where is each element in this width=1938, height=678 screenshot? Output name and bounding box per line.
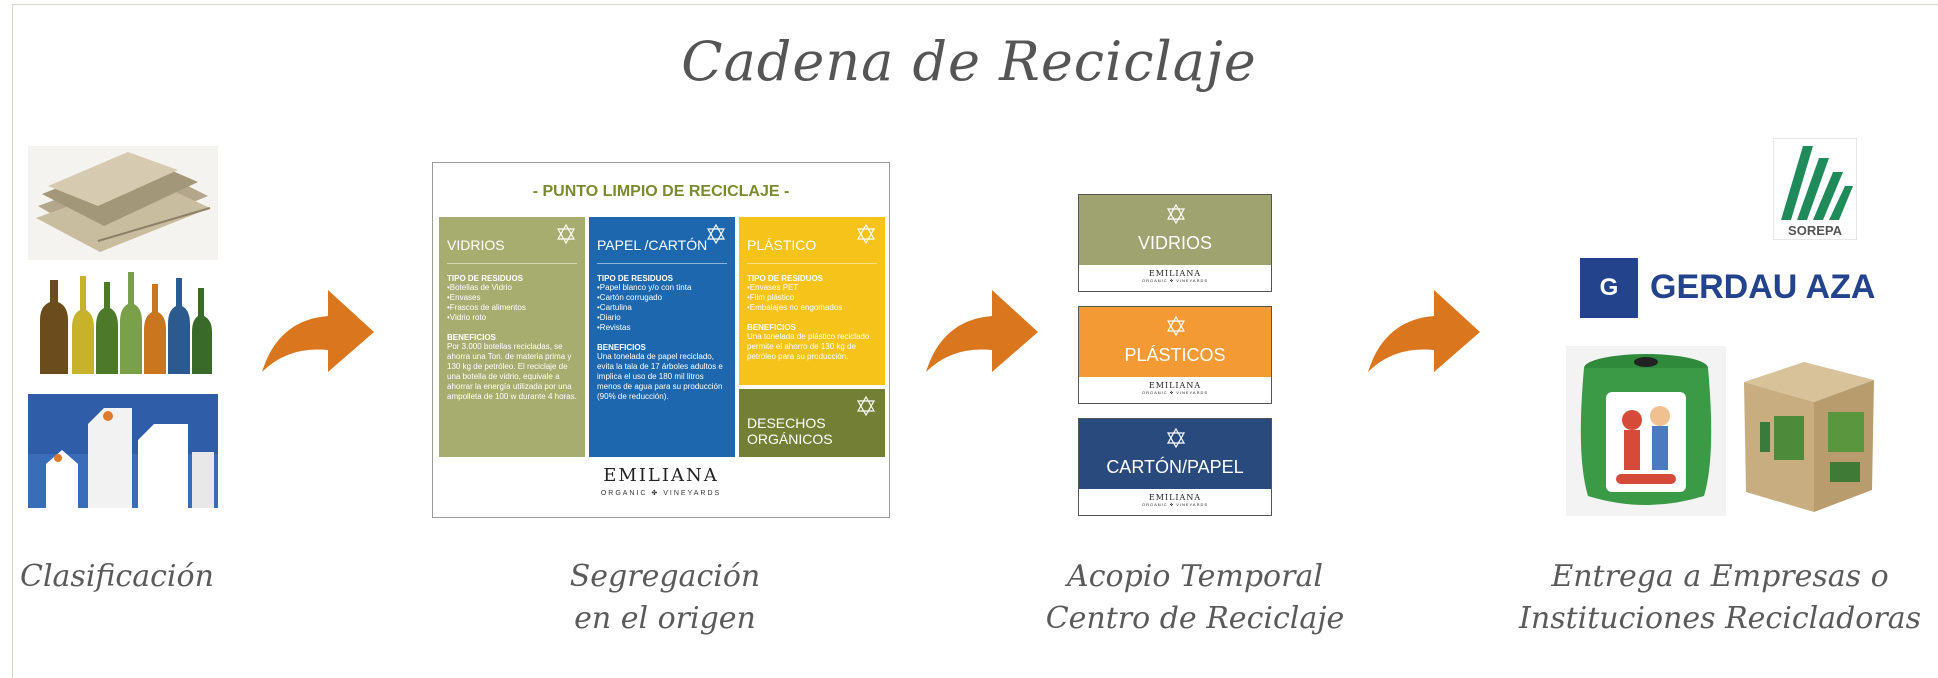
gerdau-logo: G GERDAU AZA [1580, 258, 1876, 318]
column-title: PLÁSTICO [747, 237, 877, 264]
list-item: •Papel blanco y/o con tinta [597, 283, 692, 292]
glass-bottles-photo [28, 268, 218, 374]
step-label-line: Entrega a Empresas o [1551, 559, 1889, 594]
list-item: •Cartón corrugado [597, 293, 663, 302]
brand-logo: EMILIANA [603, 465, 719, 486]
beneficios-title: BENEFICIOS [447, 333, 496, 342]
column-title-line1: DESECHOS [747, 415, 826, 431]
bin-brand-subtitle: ORGANIC ✤ VINEYARDS [1141, 390, 1209, 395]
list-item: •Envases [447, 293, 481, 302]
page-frame [12, 4, 1938, 678]
bin-brand-subtitle: ORGANIC ✤ VINEYARDS [1141, 278, 1209, 283]
step-label-line: en el origen [574, 601, 756, 636]
recycle-icon [706, 223, 726, 245]
bin-label: VIDRIOS [1137, 233, 1212, 253]
bin-label: PLÁSTICOS [1124, 345, 1226, 365]
list-item: •Envases PET [747, 283, 799, 292]
punto-limpio-card: - PUNTO LIMPIO DE RECICLAJE - VIDRIOS TI… [432, 162, 890, 518]
step-label-line: Instituciones Recicladoras [1519, 601, 1921, 636]
arrow-icon [926, 290, 1038, 372]
column-vidrios: VIDRIOS TIPO DE RESIDUOS •Botellas de Vi… [439, 217, 585, 457]
recycle-icon [556, 223, 576, 245]
residuos-title: TIPO DE RESIDUOS [447, 274, 524, 283]
list-item: •Film plástico [747, 293, 795, 302]
beneficios-text: Una tonelada de plástico reciclado permi… [747, 332, 870, 361]
residuos-title: TIPO DE RESIDUOS [747, 274, 824, 283]
tetra-pak-photo [28, 394, 218, 508]
beneficios-text: Una tonelada de papel reciclado, evita l… [597, 352, 723, 401]
column-desechos-organicos: DESECHOS ORGÁNICOS [739, 389, 885, 457]
column-papel-carton: PAPEL /CARTÓN TIPO DE RESIDUOS •Papel bl… [589, 217, 735, 457]
bin-brand-name: EMILIANA [1148, 381, 1202, 390]
bin-brand-name: EMILIANA [1148, 269, 1202, 278]
list-item: •Embalajes no engomados [747, 303, 843, 312]
recycle-icon [856, 395, 876, 417]
beneficios-text: Por 3.000 botellas recicladas, se ahorra… [447, 342, 577, 401]
list-item: •Diario [597, 313, 621, 322]
recycle-icon [1166, 427, 1186, 449]
list-item: •Revistas [597, 323, 631, 332]
arrow-icon [262, 290, 374, 372]
list-item: •Vidrio roto [447, 313, 487, 322]
step-label-acopio: Acopio Temporal Centro de Reciclaje [1020, 556, 1370, 640]
punto-limpio-title: - PUNTO LIMPIO DE RECICLAJE - [532, 183, 790, 200]
bin-label: CARTÓN/PAPEL [1106, 457, 1244, 477]
list-item: •Frascos de alimentos [447, 303, 526, 312]
step-label-line: Centro de Reciclaje [1045, 601, 1345, 636]
bin-brand-subtitle: ORGANIC ✤ VINEYARDS [1141, 502, 1209, 507]
sorepa-logo-text: SOREPA [1788, 223, 1843, 238]
column-title-line2: ORGÁNICOS [747, 431, 833, 447]
recycle-icon [856, 223, 876, 245]
column-title: DESECHOS ORGÁNICOS [747, 415, 877, 447]
beneficios-title: BENEFICIOS [597, 343, 646, 352]
gerdau-mark: G [1580, 258, 1638, 318]
recycle-icon [1166, 203, 1186, 225]
list-item: •Botellas de Vidrio [447, 283, 512, 292]
step-label-entrega: Entrega a Empresas o Instituciones Recic… [1508, 556, 1932, 640]
column-title: PAPEL /CARTÓN [597, 237, 727, 264]
cardboard-box-container-photo [1734, 352, 1880, 516]
column-title: VIDRIOS [447, 237, 577, 264]
arrow-icon [1368, 290, 1480, 372]
step-label-line: Acopio Temporal [1067, 559, 1323, 594]
cardboard-photo [28, 146, 218, 260]
page-title: Cadena de Reciclaje [681, 30, 1257, 93]
step-label-line: Segregación [569, 559, 761, 594]
list-item: •Cartulina [597, 303, 632, 312]
step-label-line: Clasificación [20, 559, 214, 594]
gerdau-name: GERDAU AZA [1650, 268, 1876, 306]
green-glass-container-photo [1566, 346, 1726, 516]
beneficios-title: BENEFICIOS [747, 323, 796, 332]
step-label-segregacion: Segregación en el origen [520, 556, 810, 640]
step-label-clasificacion: Clasificación [20, 556, 240, 598]
recycle-icon [1166, 315, 1186, 337]
brand-subtitle: ORGANIC ✤ VINEYARDS [600, 490, 722, 497]
sorepa-logo: SOREPA [1773, 138, 1857, 240]
bin-brand-name: EMILIANA [1148, 493, 1202, 502]
residuos-title: TIPO DE RESIDUOS [597, 274, 674, 283]
column-plastico: PLÁSTICO TIPO DE RESIDUOS •Envases PET •… [739, 217, 885, 385]
